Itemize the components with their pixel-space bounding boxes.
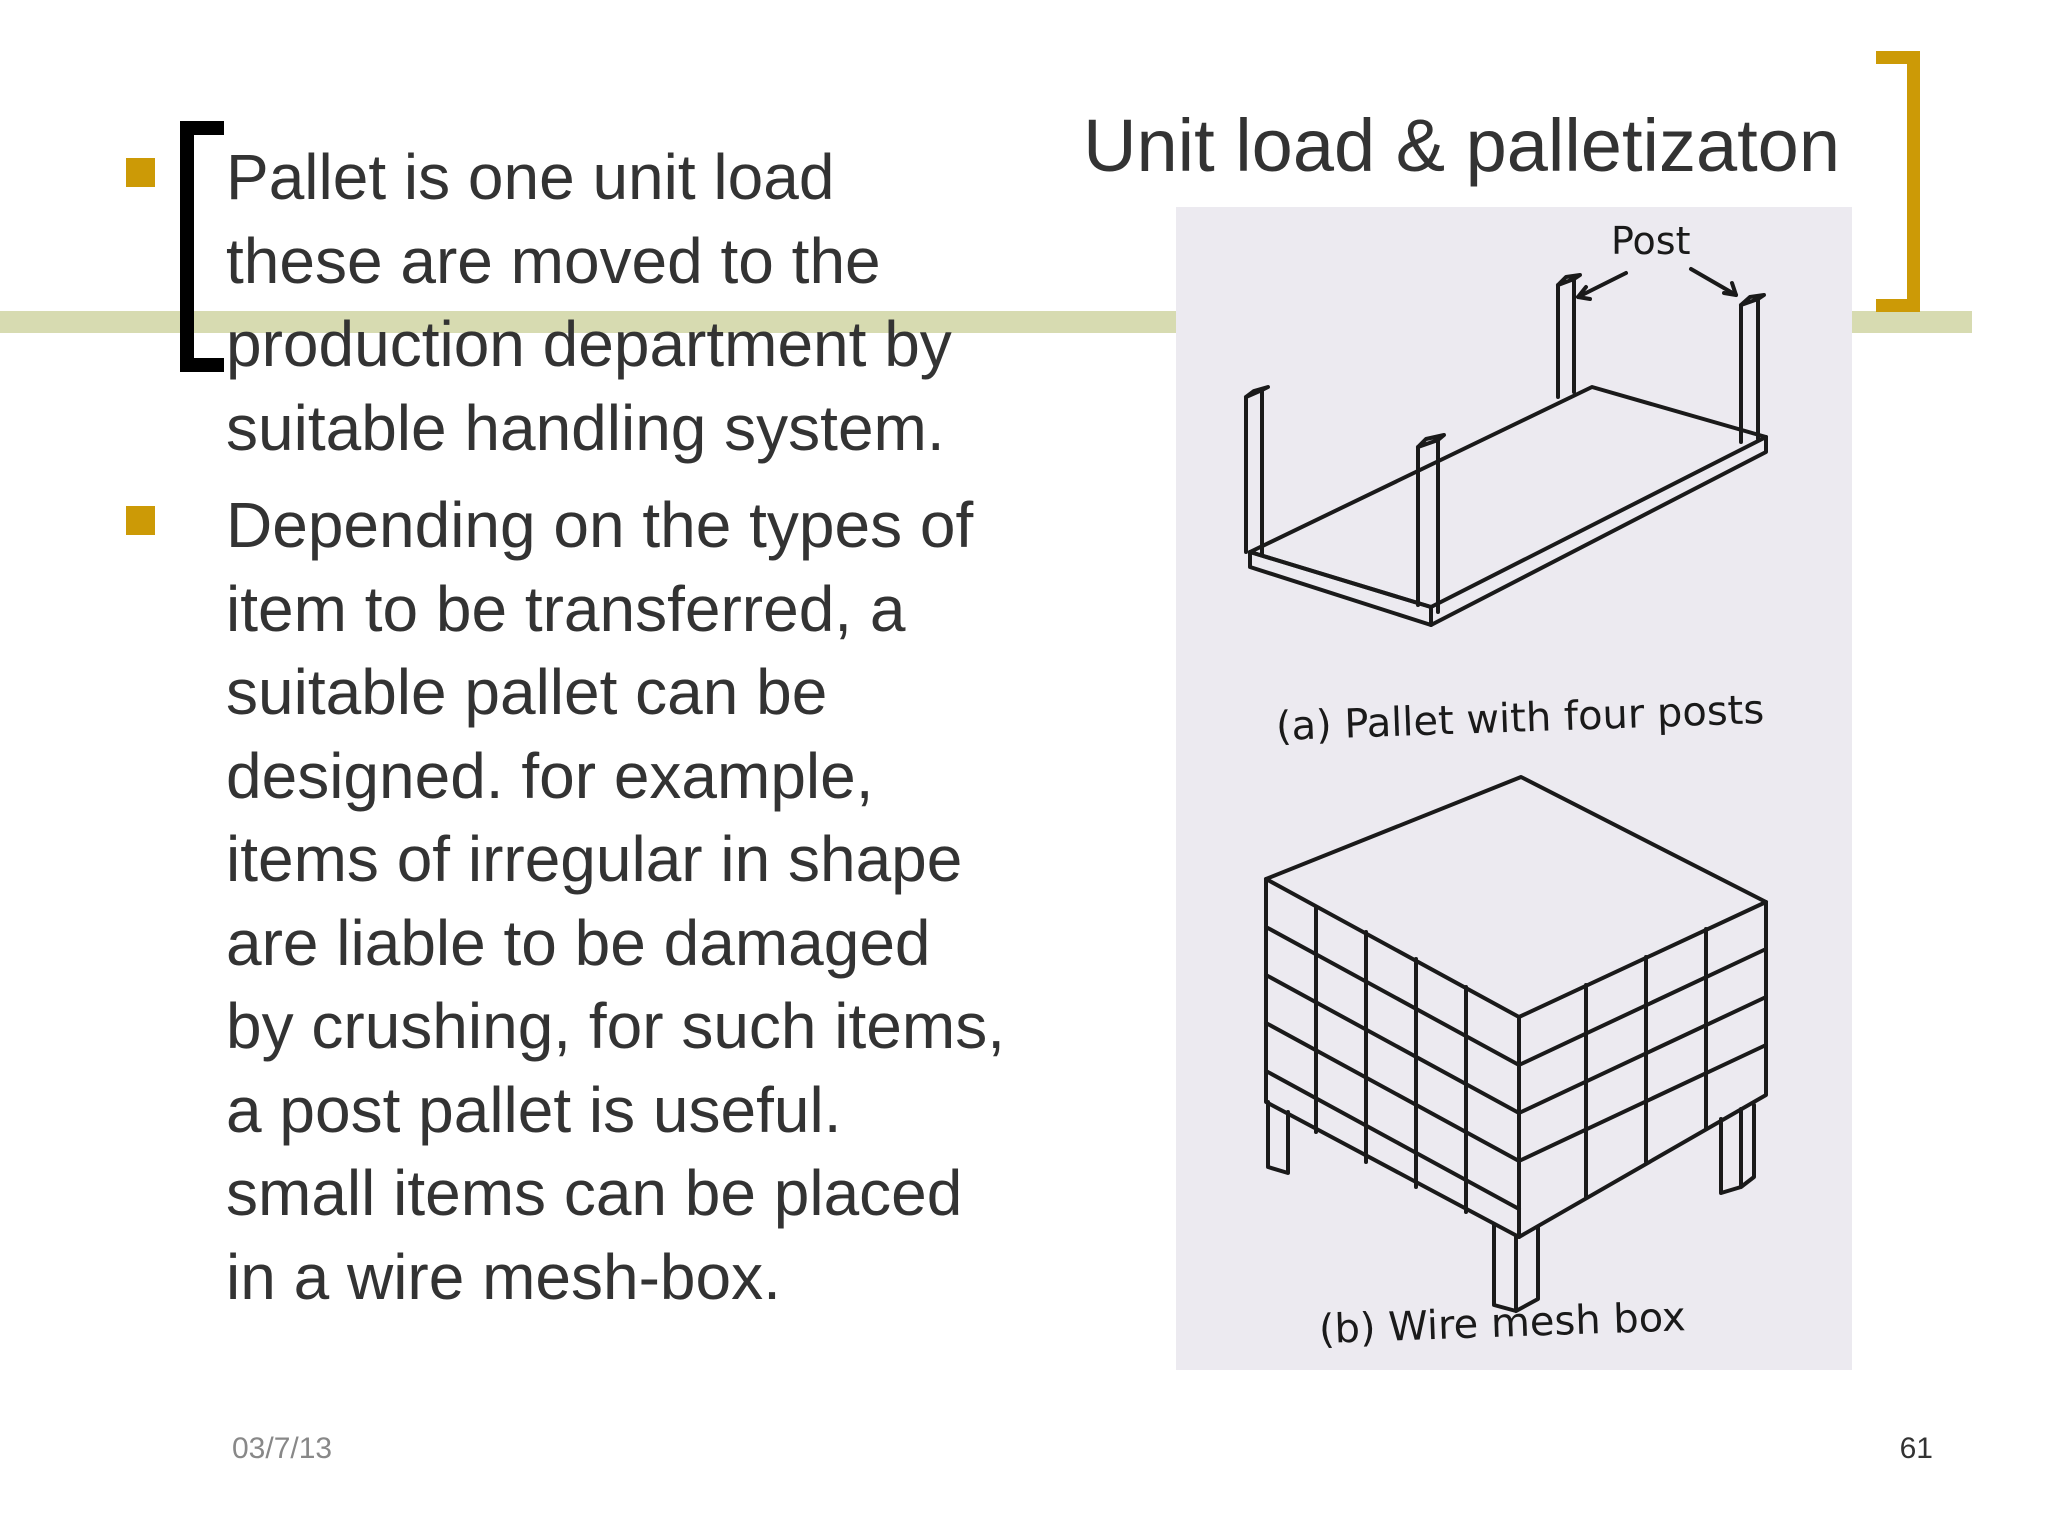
bullet-item: Pallet is one unit load these are moved … — [126, 136, 1006, 470]
bullet-square-icon — [126, 506, 155, 535]
bullet-item: Depending on the types of item to be tra… — [126, 484, 1006, 1319]
pallet-drawings-svg — [1244, 267, 1768, 1313]
footer-date: 03/7/13 — [232, 1432, 333, 1465]
bullet-square-icon — [126, 158, 155, 187]
left-bracket-decoration — [180, 121, 224, 372]
post-pallet-drawing — [1244, 267, 1768, 627]
title-rule-left — [0, 311, 1178, 333]
right-bracket-decoration — [1876, 51, 1920, 312]
pallet-illustration: Post (a) Pallet with four posts (b) Wire… — [1176, 207, 1852, 1370]
slide-title: Unit load & palletizaton — [1083, 104, 1840, 187]
bullet-list: Pallet is one unit load these are moved … — [126, 136, 1006, 1319]
post-label: Post — [1611, 219, 1691, 263]
title-rule-right — [1852, 311, 1972, 333]
page-number: 61 — [1899, 1432, 1933, 1465]
bullet-text: Pallet is one unit load these are moved … — [226, 141, 952, 464]
wire-mesh-box-drawing — [1264, 775, 1768, 1313]
bullet-text: Depending on the types of item to be tra… — [226, 489, 1005, 1313]
